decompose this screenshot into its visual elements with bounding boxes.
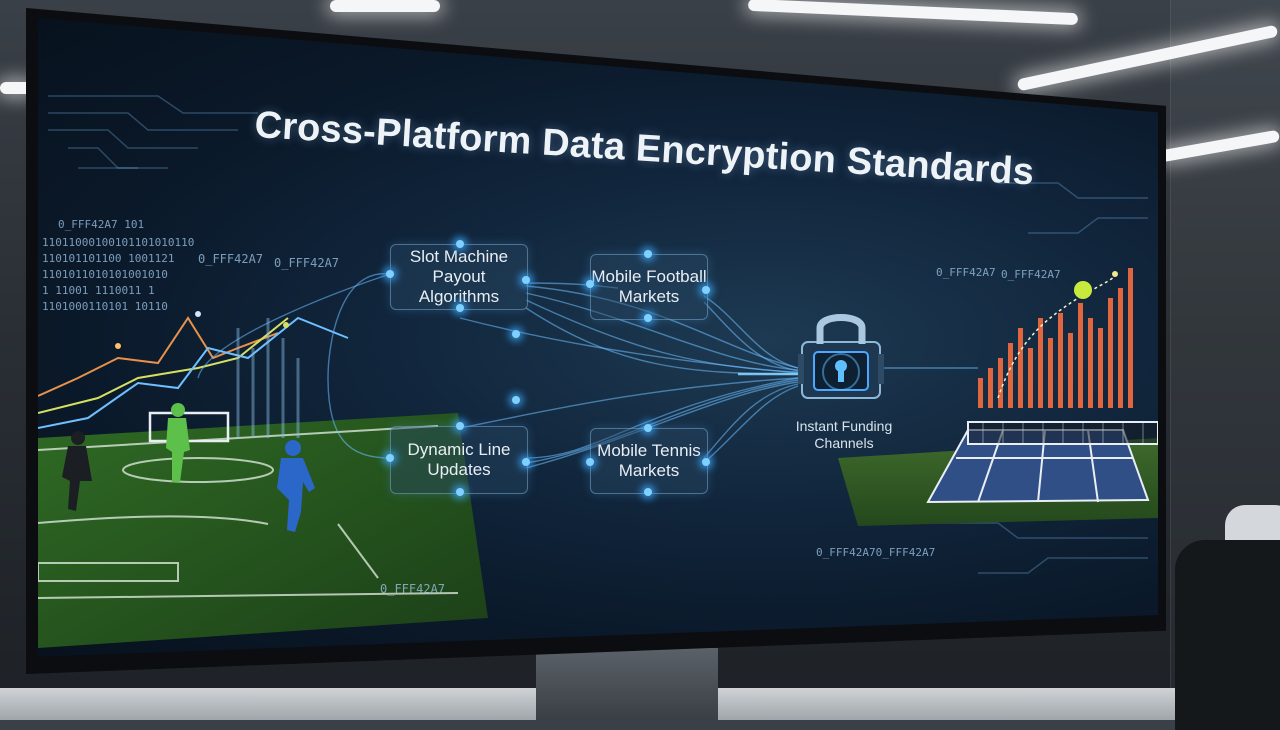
- ceiling-light: [0, 82, 34, 94]
- box-label: Mobile Tennis Markets: [597, 441, 701, 480]
- connection-node: [522, 458, 530, 466]
- mobile-tennis-markets-box: Mobile Tennis Markets: [590, 428, 708, 494]
- monitor-screen: Cross-Platform Data Encryption Standards…: [38, 18, 1158, 657]
- hex-code: 0_FFF42A7: [198, 252, 264, 266]
- slot-machine-payout-box: Slot Machine Payout Algorithms: [390, 244, 528, 310]
- connection-node: [644, 424, 652, 432]
- binary-row: 1101000110101 10110: [42, 300, 168, 313]
- dynamic-line-updates-box: Dynamic Line Updates: [390, 426, 528, 494]
- tennis-court: [838, 268, 1158, 526]
- box-label: Slot Machine Payout Algorithms: [409, 247, 509, 306]
- hex-code: 0_FFF42A7: [1001, 268, 1061, 281]
- binary-row: 1101011010101001010: [42, 268, 168, 281]
- connection-node: [702, 286, 710, 294]
- connection-node: [702, 458, 710, 466]
- connection-node: [386, 454, 394, 462]
- flow-lines: [197, 273, 978, 469]
- padlock-icon: [798, 314, 884, 399]
- connection-node: [456, 240, 464, 248]
- connection-node: [386, 270, 394, 278]
- connection-node: [644, 488, 652, 496]
- connection-node: [644, 314, 652, 322]
- monitor-stand: [536, 648, 718, 720]
- binary-row: 110101101100 1001121: [42, 252, 175, 265]
- connection-node: [586, 458, 594, 466]
- scene-graphics: [38, 95, 1158, 648]
- connection-node: [644, 250, 652, 258]
- connection-node: [522, 276, 530, 284]
- lock-label: Instant Funding Channels: [795, 418, 893, 451]
- connection-node: [512, 396, 520, 404]
- hex-code: 0_FFF42A7: [274, 256, 340, 270]
- connection-node: [456, 422, 464, 430]
- hex-code: 0_FFF42A7: [936, 266, 996, 279]
- binary-row: 1 11001 1110011 1: [42, 284, 155, 297]
- binary-row: 11011000100101101010110: [42, 236, 195, 249]
- box-label: Mobile Football Markets: [591, 267, 707, 306]
- hex-code: 0_FFF42A70_FFF42A7: [816, 546, 936, 559]
- connection-node: [512, 330, 520, 338]
- connection-node: [456, 304, 464, 312]
- hex-code: 0_FFF42A7 101: [58, 218, 145, 231]
- hex-code: 0_FFF42A7: [380, 582, 446, 596]
- connection-node: [586, 280, 594, 288]
- box-label: Dynamic Line Updates: [407, 440, 511, 479]
- ceiling-light: [330, 0, 440, 12]
- ceiling-light: [747, 0, 1079, 26]
- mobile-football-markets-box: Mobile Football Markets: [590, 254, 708, 320]
- connection-node: [456, 488, 464, 496]
- office-chair: [1175, 540, 1280, 730]
- soccer-field: [38, 311, 488, 648]
